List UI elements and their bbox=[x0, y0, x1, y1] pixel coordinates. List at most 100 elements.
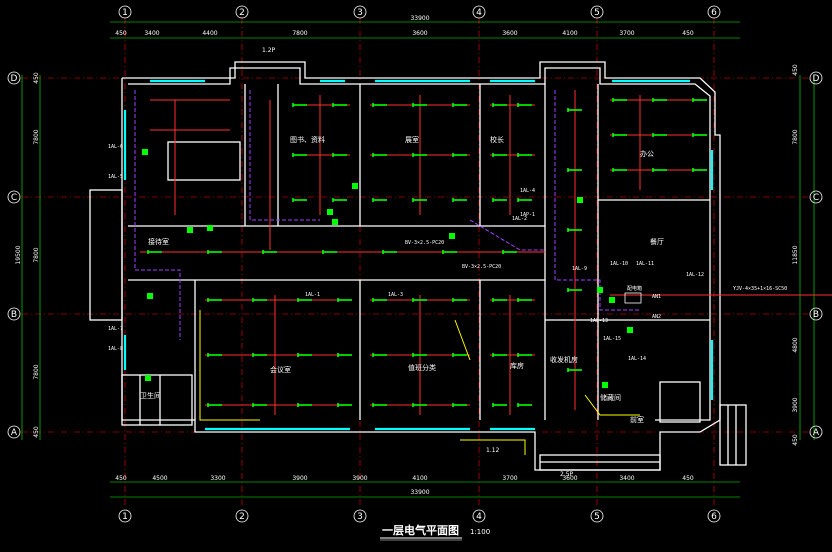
dim-top-segment: 4400 bbox=[202, 30, 217, 37]
circuit-label: 1AL-2 bbox=[512, 216, 527, 222]
drawing-title: 一层电气平面图 bbox=[382, 523, 459, 537]
circuit-label: 1AL-15 bbox=[603, 336, 621, 342]
axis-label-row: B bbox=[11, 310, 17, 320]
room-label: 会议室 bbox=[270, 365, 291, 374]
room-label: 收发机房 bbox=[550, 355, 578, 364]
axis-label-col: 6 bbox=[711, 8, 717, 18]
distribution-box bbox=[624, 292, 642, 304]
emergency-wiring bbox=[199, 310, 640, 455]
circuit-label: 1AL-9 bbox=[572, 266, 587, 272]
switch-device bbox=[147, 293, 153, 299]
dim-bottom-segment: 3900 bbox=[352, 475, 367, 482]
dim-bottom-total: 33900 bbox=[410, 489, 429, 496]
room-labels: 图书、资料展室校长办公接待室会议室值班分类库房餐厅收发机房储藏间前室卫生间 bbox=[140, 135, 664, 424]
axis-label-col: 6 bbox=[711, 512, 717, 522]
axis-label-col: 3 bbox=[357, 8, 363, 18]
dim-bottom-segment: 4100 bbox=[412, 475, 427, 482]
axis-bubble-row bbox=[7, 425, 21, 439]
axis-label-col: 4 bbox=[476, 512, 482, 522]
socket-wiring bbox=[134, 90, 640, 340]
circuit-label: 1AL-14 bbox=[628, 356, 646, 362]
dim-top-segment: 3600 bbox=[502, 30, 517, 37]
dim-top-segment: 4100 bbox=[562, 30, 577, 37]
axis-label-col: 1 bbox=[122, 8, 128, 18]
dim-bottom-segment: 3600 bbox=[562, 475, 577, 482]
room-label: 前室 bbox=[630, 415, 644, 424]
circuit-label: 1AL-10 bbox=[610, 261, 628, 267]
switch-device bbox=[609, 297, 615, 303]
axis-label-col: 2 bbox=[239, 512, 245, 522]
switch-device bbox=[602, 382, 608, 388]
circuit-label: 1AL-13 bbox=[590, 318, 608, 324]
axis-label-col: 4 bbox=[476, 8, 482, 18]
axis-bubble-col bbox=[118, 509, 132, 523]
axis-label-col: 1 bbox=[122, 512, 128, 522]
dim-bottom-segment: 450 bbox=[115, 475, 127, 482]
switch-device bbox=[207, 225, 213, 231]
axis-bubble-row bbox=[7, 71, 21, 85]
axis-label-row: A bbox=[813, 428, 820, 438]
cable-note: YJV-4×35+1×16-SC50 bbox=[733, 286, 787, 292]
axis-label-col: 5 bbox=[594, 8, 600, 18]
dim-left-segment: 450 bbox=[33, 426, 40, 438]
axis-bubble-col bbox=[707, 509, 721, 523]
drawing-scale: 1:100 bbox=[470, 528, 490, 536]
dim-right-segment: 4800 bbox=[792, 337, 799, 352]
axis-label-row: D bbox=[11, 74, 18, 84]
cable-note: BV-3×2.5-PC20 bbox=[462, 264, 501, 270]
axis-label-col: 5 bbox=[594, 512, 600, 522]
cable-note: BV-3×2.5-PC20 bbox=[405, 240, 444, 246]
dim-top-segment: 3400 bbox=[144, 30, 159, 37]
axis-label-col: 2 bbox=[239, 8, 245, 18]
axis-bubble-col bbox=[590, 509, 604, 523]
light-fixtures bbox=[147, 98, 707, 407]
axis-bubble-col bbox=[118, 5, 132, 19]
circuit-label: 1AL-1 bbox=[305, 292, 320, 298]
dim-top-segment: 3600 bbox=[412, 30, 427, 37]
dim-small-tag: 1.12 bbox=[486, 447, 500, 454]
axis-bubble-row bbox=[809, 425, 823, 439]
equipment-label: 配电箱 bbox=[627, 285, 642, 292]
dim-small-tag: 2.5P bbox=[560, 471, 574, 478]
dim-bottom-segment: 3400 bbox=[619, 475, 634, 482]
switch-device bbox=[145, 375, 151, 381]
switch-device bbox=[187, 227, 193, 233]
axis-bubble-col bbox=[472, 509, 486, 523]
dim-left-segment: 7800 bbox=[33, 129, 40, 144]
walls bbox=[89, 61, 747, 471]
switch-device bbox=[627, 327, 633, 333]
switch-device bbox=[449, 233, 455, 239]
dim-top-segment: 450 bbox=[682, 30, 694, 37]
switch-device bbox=[142, 149, 148, 155]
axis-bubble-row bbox=[809, 71, 823, 85]
axis-bubble-col bbox=[707, 5, 721, 19]
drawing-title-block: 一层电气平面图 1:100 bbox=[380, 523, 490, 541]
axis-bubble-col bbox=[353, 509, 367, 523]
room-label: 卫生间 bbox=[140, 391, 161, 400]
room-label: 校长 bbox=[490, 135, 504, 144]
circuit-label: AN1 bbox=[652, 294, 661, 300]
dim-left-segment: 7800 bbox=[33, 247, 40, 262]
switch-device bbox=[577, 197, 583, 203]
axis-bubble-col bbox=[590, 5, 604, 19]
circuit-label: 1AL-6 bbox=[108, 144, 123, 150]
circuit-label: 1AL-5 bbox=[108, 174, 123, 180]
axis-label-row: C bbox=[813, 193, 819, 203]
axis-label-col: 3 bbox=[357, 512, 363, 522]
dim-bottom-segment: 3700 bbox=[502, 475, 517, 482]
room-label: 餐厅 bbox=[650, 237, 664, 246]
dim-right-segment: 3900 bbox=[792, 397, 799, 412]
room-label: 图书、资料 bbox=[290, 135, 325, 144]
circuit-label: 1AL-8 bbox=[108, 346, 123, 352]
dimension-lines bbox=[21, 21, 815, 498]
dim-small-tag: 1.2P bbox=[262, 47, 276, 54]
dimension-labels: 450 3400 4400 7800 3600 3600 4100 3700 450 33900 4… bbox=[15, 15, 799, 496]
dim-right-segment: 450 bbox=[792, 64, 799, 76]
circuit-label: AN2 bbox=[652, 314, 661, 320]
axis-bubble-row bbox=[809, 307, 823, 321]
dim-top-segment: 450 bbox=[115, 30, 127, 37]
